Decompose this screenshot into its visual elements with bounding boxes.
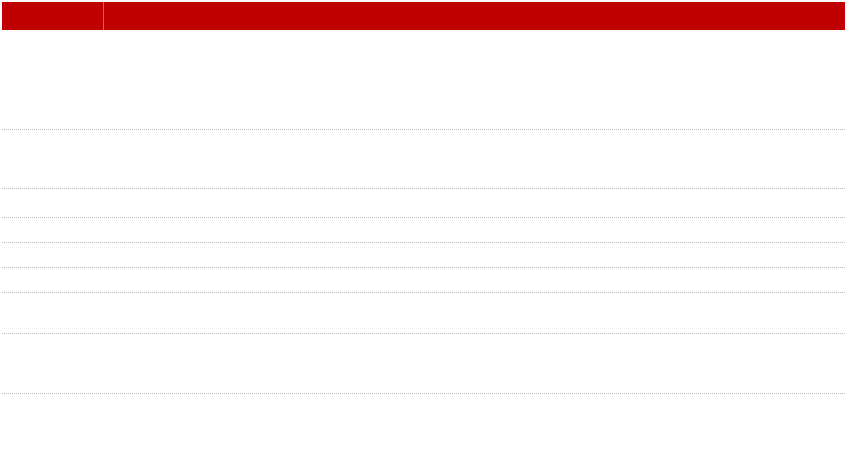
table-cell	[2, 189, 104, 217]
table-cell	[104, 334, 845, 393]
table-row	[2, 268, 845, 293]
table-cell	[104, 268, 845, 292]
table-cell	[104, 130, 845, 188]
table-cell	[2, 243, 104, 267]
table-row	[2, 189, 845, 218]
table-row	[2, 243, 845, 268]
table-cell	[104, 293, 845, 333]
table-cell	[104, 243, 845, 267]
table-cell	[2, 293, 104, 333]
column-header-1	[2, 2, 104, 30]
table-header-row	[2, 2, 845, 30]
table-cell	[2, 130, 104, 188]
column-header-2	[104, 2, 845, 30]
table-cell	[2, 30, 104, 129]
table-row	[2, 334, 845, 394]
table-row	[2, 30, 845, 130]
table-cell	[104, 218, 845, 242]
table-row	[2, 130, 845, 189]
table-row	[2, 293, 845, 334]
table-cell	[104, 189, 845, 217]
table-cell	[2, 268, 104, 292]
data-table	[2, 2, 845, 394]
table-cell	[2, 334, 104, 393]
table-cell	[2, 218, 104, 242]
table-cell	[104, 30, 845, 129]
table-row	[2, 218, 845, 243]
